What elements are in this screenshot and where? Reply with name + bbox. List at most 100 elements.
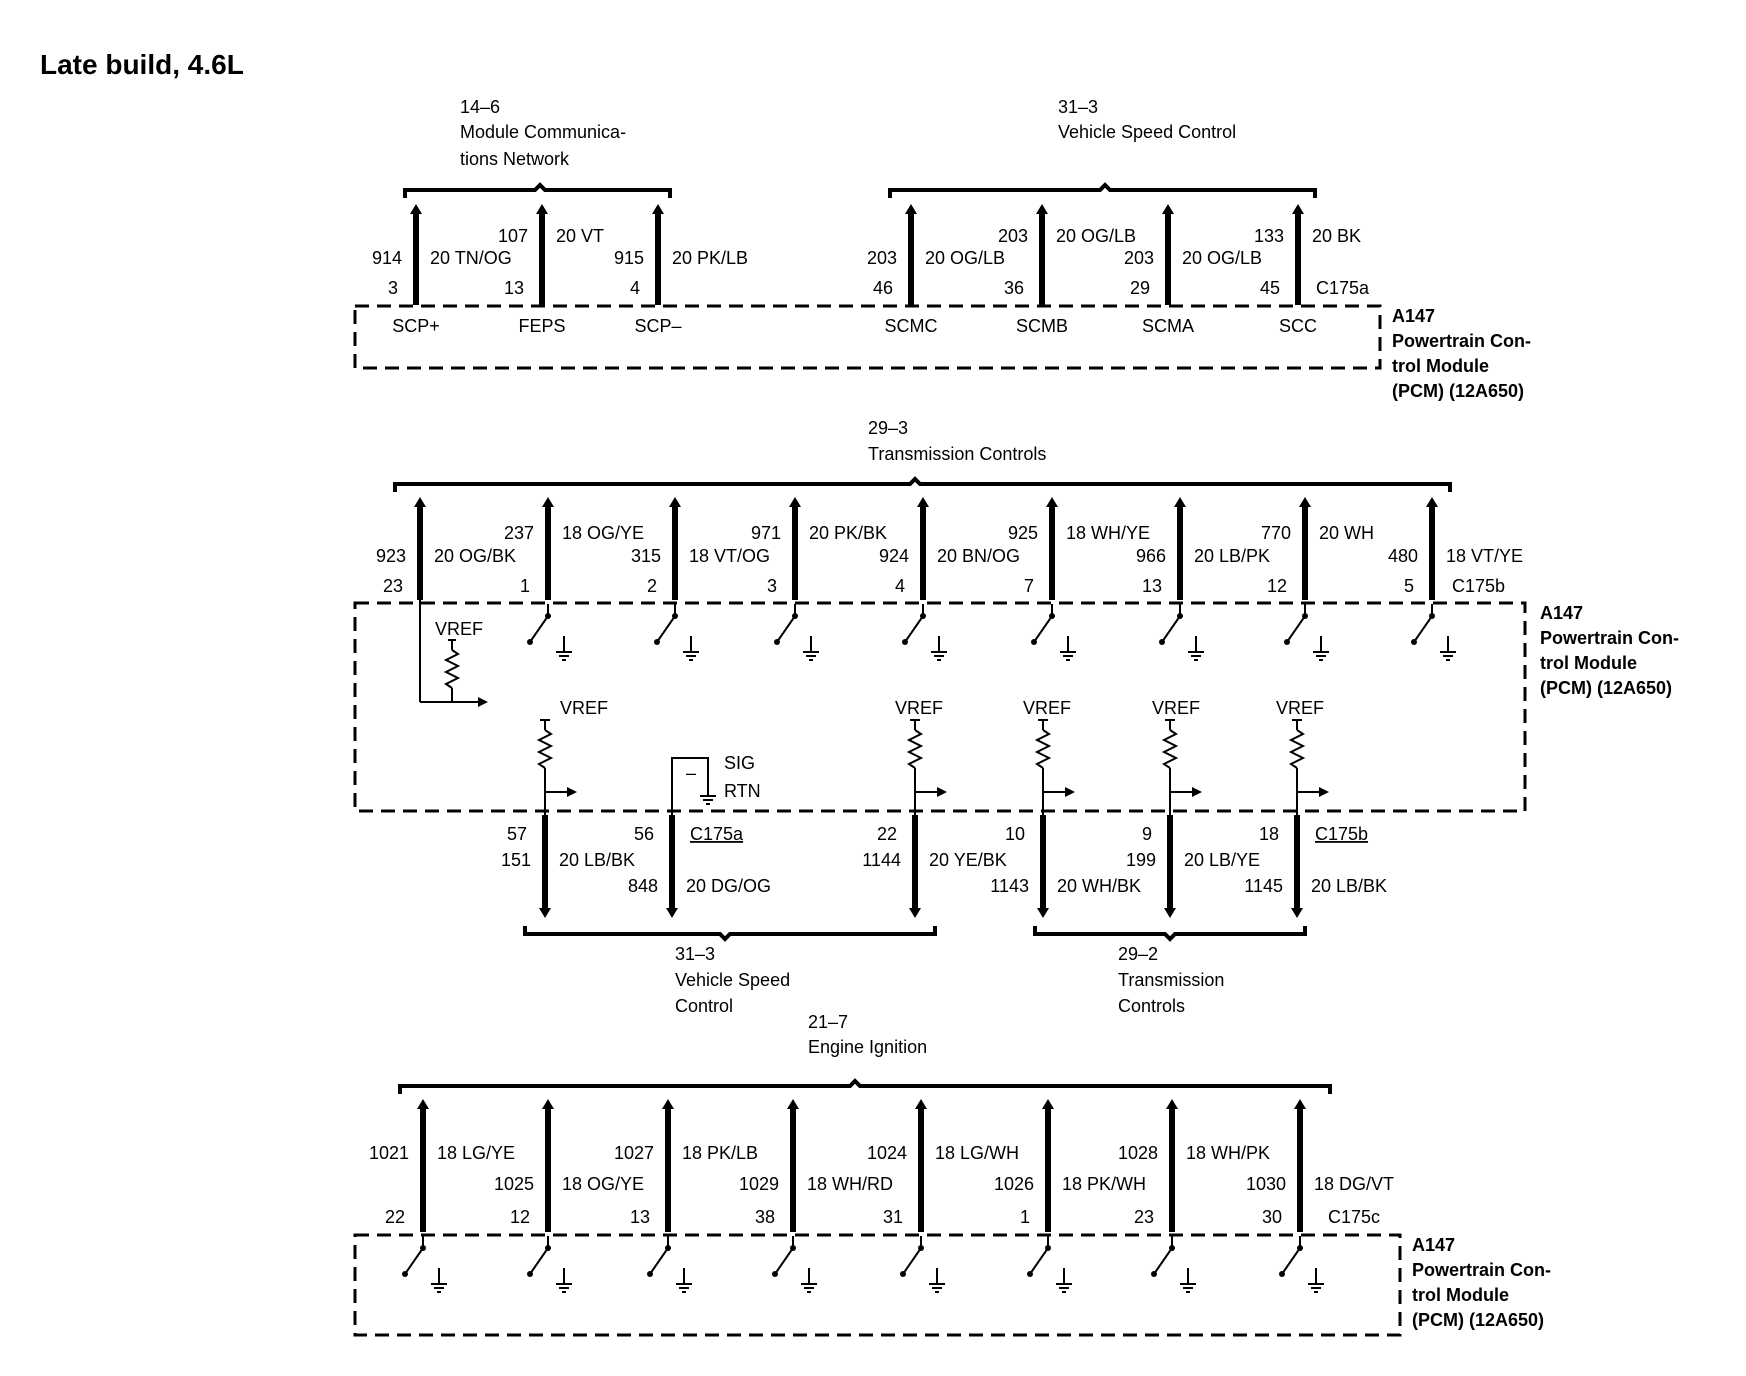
tap-arrow-icon	[1192, 787, 1202, 797]
pin-number: 2	[647, 576, 657, 596]
circuit-number: 915	[614, 248, 644, 268]
pin-number: 4	[630, 278, 640, 298]
circuit-number: 1144	[862, 850, 901, 870]
group-bracket	[403, 182, 672, 198]
sig-rtn-circuit: – SIG RTN	[671, 753, 761, 820]
module-name-2: trol Module	[1540, 653, 1637, 673]
internal-circuit-symbols	[402, 604, 1456, 1293]
circuit-number: 923	[376, 546, 406, 566]
circuit-number: 924	[879, 546, 909, 566]
wire-color: 18 OG/YE	[562, 1174, 644, 1194]
group-name-1a: Module Communica-	[460, 122, 626, 142]
circuit-number: 237	[504, 523, 534, 543]
pin-number: 29	[1130, 278, 1150, 298]
group-name-4a: Vehicle Speed	[675, 970, 790, 990]
group-bracket	[888, 182, 1317, 198]
pin-number: 13	[630, 1207, 650, 1227]
switch-icon	[1161, 615, 1181, 643]
vref-label: VREF	[560, 698, 608, 718]
pin-number: 3	[388, 278, 398, 298]
group-name-2: Vehicle Speed Control	[1058, 122, 1236, 142]
circuit-number: 1029	[739, 1174, 779, 1194]
switch-icon	[1029, 1247, 1049, 1275]
switch-contact	[1279, 1271, 1285, 1277]
group-ref-2: 31–3	[1058, 97, 1098, 117]
module-id: A147	[1540, 603, 1583, 623]
wire-color: 20 LB/BK	[559, 850, 635, 870]
pin-number: 12	[510, 1207, 530, 1227]
pin-number: 57	[507, 824, 527, 844]
group-bracket	[393, 476, 1452, 492]
vref-label: VREF	[435, 619, 483, 639]
group-name-5a: Transmission	[1118, 970, 1224, 990]
wire-color: 20 VT	[556, 226, 604, 246]
vref-label: VREF	[1152, 698, 1200, 718]
pin-number: 22	[385, 1207, 405, 1227]
wire-color: 20 LB/YE	[1184, 850, 1260, 870]
switch-contact	[902, 639, 908, 645]
switch-icon	[649, 1247, 669, 1275]
circuit-number: 1027	[614, 1143, 654, 1163]
switch-icon	[1286, 615, 1306, 643]
group-bracket	[523, 926, 937, 942]
wire-color: 18 LG/YE	[437, 1143, 515, 1163]
signal-name: SCP+	[392, 316, 440, 336]
wire-color: 18 PK/LB	[682, 1143, 758, 1163]
circuit-number: 1028	[1118, 1143, 1158, 1163]
module-name-3: (PCM) (12A650)	[1540, 678, 1672, 698]
circuit-number: 1025	[494, 1174, 534, 1194]
signal-name: SCMB	[1016, 316, 1068, 336]
switch-icon	[1153, 1247, 1173, 1275]
wire-color: 20 WH/BK	[1057, 876, 1141, 896]
wire-color: 20 OG/LB	[1056, 226, 1136, 246]
switch-contact	[1031, 639, 1037, 645]
wire-color: 20 PK/LB	[672, 248, 748, 268]
circuit-number: 151	[501, 850, 531, 870]
signal-name: SCMC	[885, 316, 938, 336]
switch-icon	[1281, 1247, 1301, 1275]
circuit-number: 1024	[867, 1143, 907, 1163]
signal-name: FEPS	[518, 316, 565, 336]
rtn-label: RTN	[724, 781, 761, 801]
pin-number: 36	[1004, 278, 1024, 298]
switch-icon	[1033, 615, 1053, 643]
group-ref-6: 21–7	[808, 1012, 848, 1032]
pin-number: 23	[383, 576, 403, 596]
group-bracket	[1033, 926, 1307, 942]
circuit-number: 1021	[369, 1143, 409, 1163]
switch-icon	[1413, 615, 1433, 643]
group-name-4b: Control	[675, 996, 733, 1016]
module-name-1: Powertrain Con-	[1412, 1260, 1551, 1280]
switch-contact	[527, 1271, 533, 1277]
circuit-number: 770	[1261, 523, 1291, 543]
circuit-number: 966	[1136, 546, 1166, 566]
pin-number: 3	[767, 576, 777, 596]
resistor-icon	[536, 729, 554, 769]
pin-number: 1	[520, 576, 530, 596]
vref-label: VREF	[895, 698, 943, 718]
pin-number: 30	[1262, 1207, 1282, 1227]
circuit-number: 203	[998, 226, 1028, 246]
circuit-number: 480	[1388, 546, 1418, 566]
wire-color: 20 TN/OG	[430, 248, 512, 268]
connector-label: C175a	[690, 824, 744, 844]
circuit-number: 315	[631, 546, 661, 566]
circuit-number: 1026	[994, 1174, 1034, 1194]
group-bracket	[398, 1078, 1332, 1094]
circuit-number: 848	[628, 876, 658, 896]
pin-number: 12	[1267, 576, 1287, 596]
pin-number: 56	[634, 824, 654, 844]
pin-number: 31	[883, 1207, 903, 1227]
switch-contact	[527, 639, 533, 645]
module-name-1: Powertrain Con-	[1392, 331, 1531, 351]
group-name-1b: tions Network	[460, 149, 570, 169]
wire-color: 20 BK	[1312, 226, 1361, 246]
wire-color: 18 PK/WH	[1062, 1174, 1146, 1194]
module-name-2: trol Module	[1412, 1285, 1509, 1305]
resistor-icon	[1034, 729, 1052, 769]
signal-name: SCP–	[634, 316, 681, 336]
circuit-number: 1030	[1246, 1174, 1286, 1194]
resistor-icon	[1161, 729, 1179, 769]
module-id: A147	[1412, 1235, 1455, 1255]
